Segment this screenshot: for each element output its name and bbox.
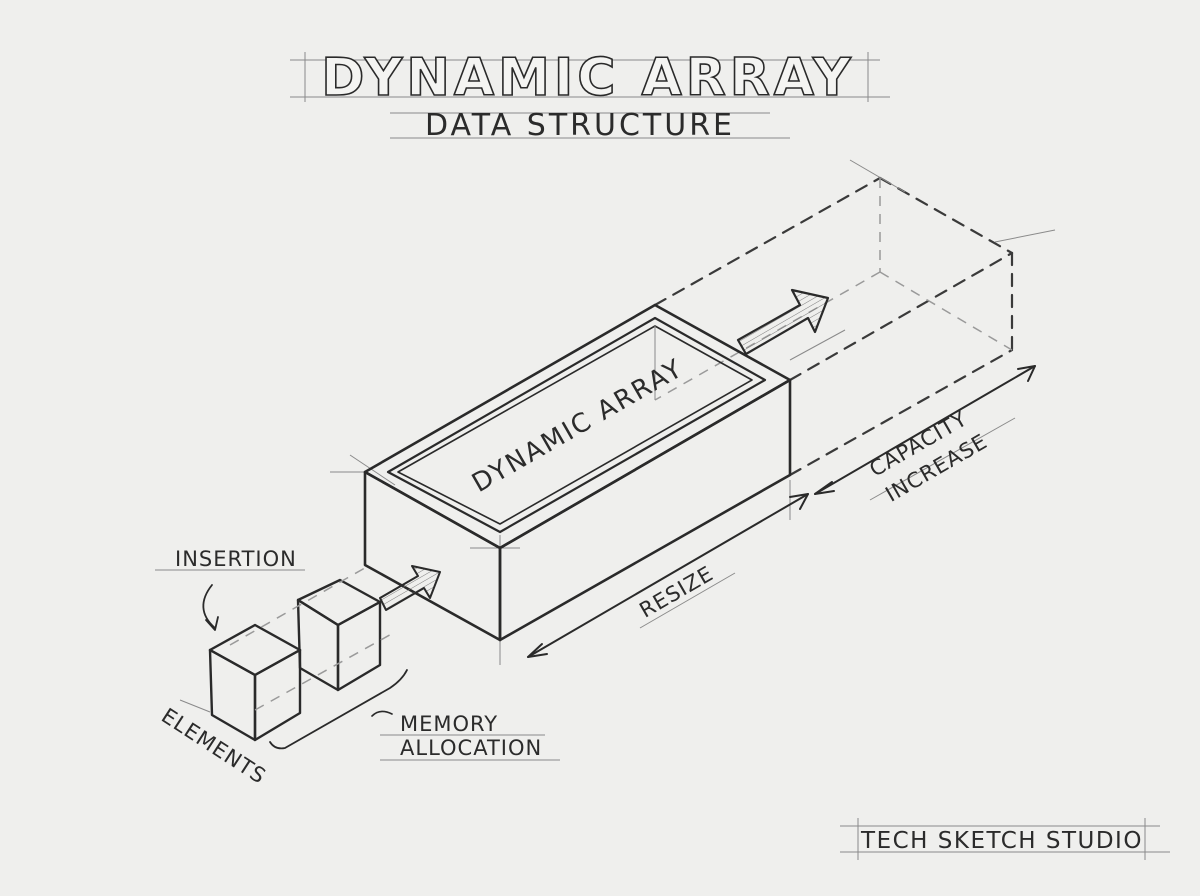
- diagram-subtitle: DATA STRUCTURE: [425, 108, 735, 143]
- main-array-box: [330, 303, 846, 665]
- memory-label-line2: ALLOCATION: [400, 736, 542, 760]
- element-guides: [179, 564, 396, 713]
- title-block: DYNAMIC ARRAY DATA STRUCTURE: [290, 47, 890, 143]
- memory-label-line1: MEMORY: [400, 712, 498, 736]
- memory-bracket: [269, 669, 560, 761]
- capacity-dimension: [814, 365, 1036, 501]
- diagram-title: DYNAMIC ARRAY: [321, 48, 854, 108]
- array-top-label: DYNAMIC ARRAY: [467, 353, 689, 498]
- studio-credit: TECH SKETCH STUDIO: [860, 828, 1143, 854]
- insertion-label: INSERTION: [175, 547, 297, 571]
- element-cube-back: [296, 578, 382, 692]
- growth-arrow: [736, 288, 830, 356]
- element-cube-front: [208, 623, 302, 742]
- insertion-callout: [155, 569, 305, 631]
- capacity-extension-box: [653, 159, 1056, 477]
- studio-credit-guides: [840, 818, 1170, 860]
- resize-dimension: [527, 493, 809, 658]
- insertion-arrow: [379, 565, 441, 611]
